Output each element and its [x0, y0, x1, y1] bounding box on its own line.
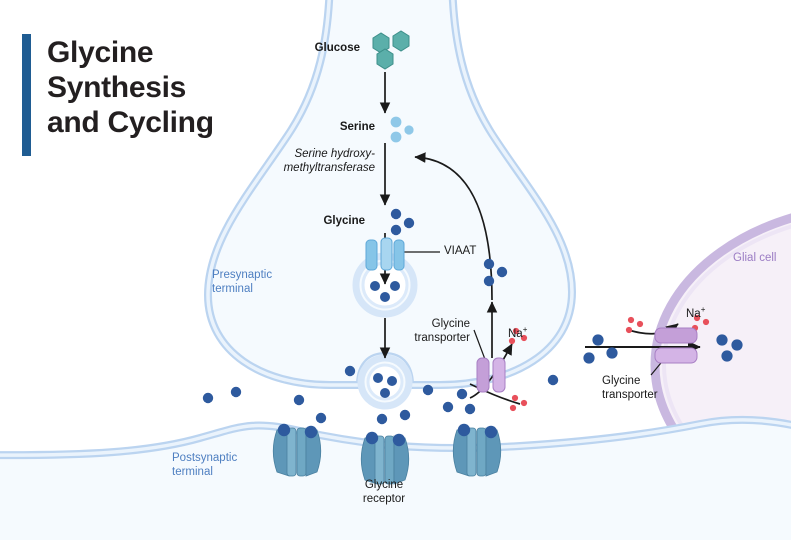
arrow-sodium-glial	[627, 323, 679, 336]
arrow-sodium-presynaptic	[469, 343, 513, 399]
label-glycine: Glycine	[323, 215, 365, 227]
label-postsynaptic-terminal: Postsynaptic terminal	[172, 452, 238, 479]
sodium-presynaptic-in	[509, 394, 528, 412]
sodium-glial-in	[625, 316, 644, 334]
glycine-cytosol	[390, 208, 415, 236]
label-presynaptic-terminal: Presynaptic terminal	[212, 269, 273, 296]
label-viaat: VIAAT	[444, 245, 477, 257]
glycine-receptor[interactable]	[272, 423, 322, 477]
leader-transporter-presyn	[473, 329, 487, 363]
viaat-transporter[interactable]	[365, 237, 405, 271]
glycine-receptor[interactable]	[360, 431, 410, 485]
serine-molecules	[390, 116, 414, 143]
vesicle-glycine-loaded	[370, 281, 400, 302]
sodium-presynaptic-out	[508, 327, 528, 345]
label-enzyme: Serine hydroxy- methyltransferase	[283, 148, 375, 174]
arrow-glycine-in-presynaptic	[469, 383, 521, 405]
glucose-molecules	[372, 30, 410, 70]
label-sodium-glial: Na+	[686, 293, 705, 320]
arrow-glycine-recycling	[414, 152, 493, 301]
title-accent-bar	[22, 34, 31, 156]
extracellular-glycine	[583, 334, 743, 364]
glycine-transporter-glial[interactable]	[654, 327, 698, 364]
label-glial-cell: Glial cell	[733, 252, 777, 264]
page-title: Glycine Synthesis and Cycling	[22, 34, 214, 156]
title-text: Glycine Synthesis and Cycling	[47, 36, 214, 139]
sodium-glial-out	[691, 314, 710, 332]
glycine-receptor[interactable]	[452, 423, 502, 477]
sodium-presyn-charge: +	[522, 325, 528, 334]
sodium-presyn-text: Na	[508, 327, 523, 340]
label-glucose: Glucose	[314, 42, 360, 54]
cleft-glycine	[202, 365, 559, 425]
vesicle-glycine-releasing	[373, 373, 397, 398]
label-serine: Serine	[339, 121, 375, 133]
sodium-glial-charge: +	[700, 305, 706, 314]
glycine-transporter-presynaptic[interactable]	[476, 357, 506, 393]
label-glycine-transporter-presynaptic: Glycine transporter	[414, 318, 470, 344]
label-sodium-presynaptic: Na+	[508, 313, 527, 340]
label-glycine-transporter-glial: Glycine transporter	[602, 375, 658, 401]
label-glycine-receptor: Glycine receptor	[362, 479, 406, 505]
glycine-recycled	[483, 258, 508, 287]
sodium-glial-text: Na	[686, 307, 701, 320]
